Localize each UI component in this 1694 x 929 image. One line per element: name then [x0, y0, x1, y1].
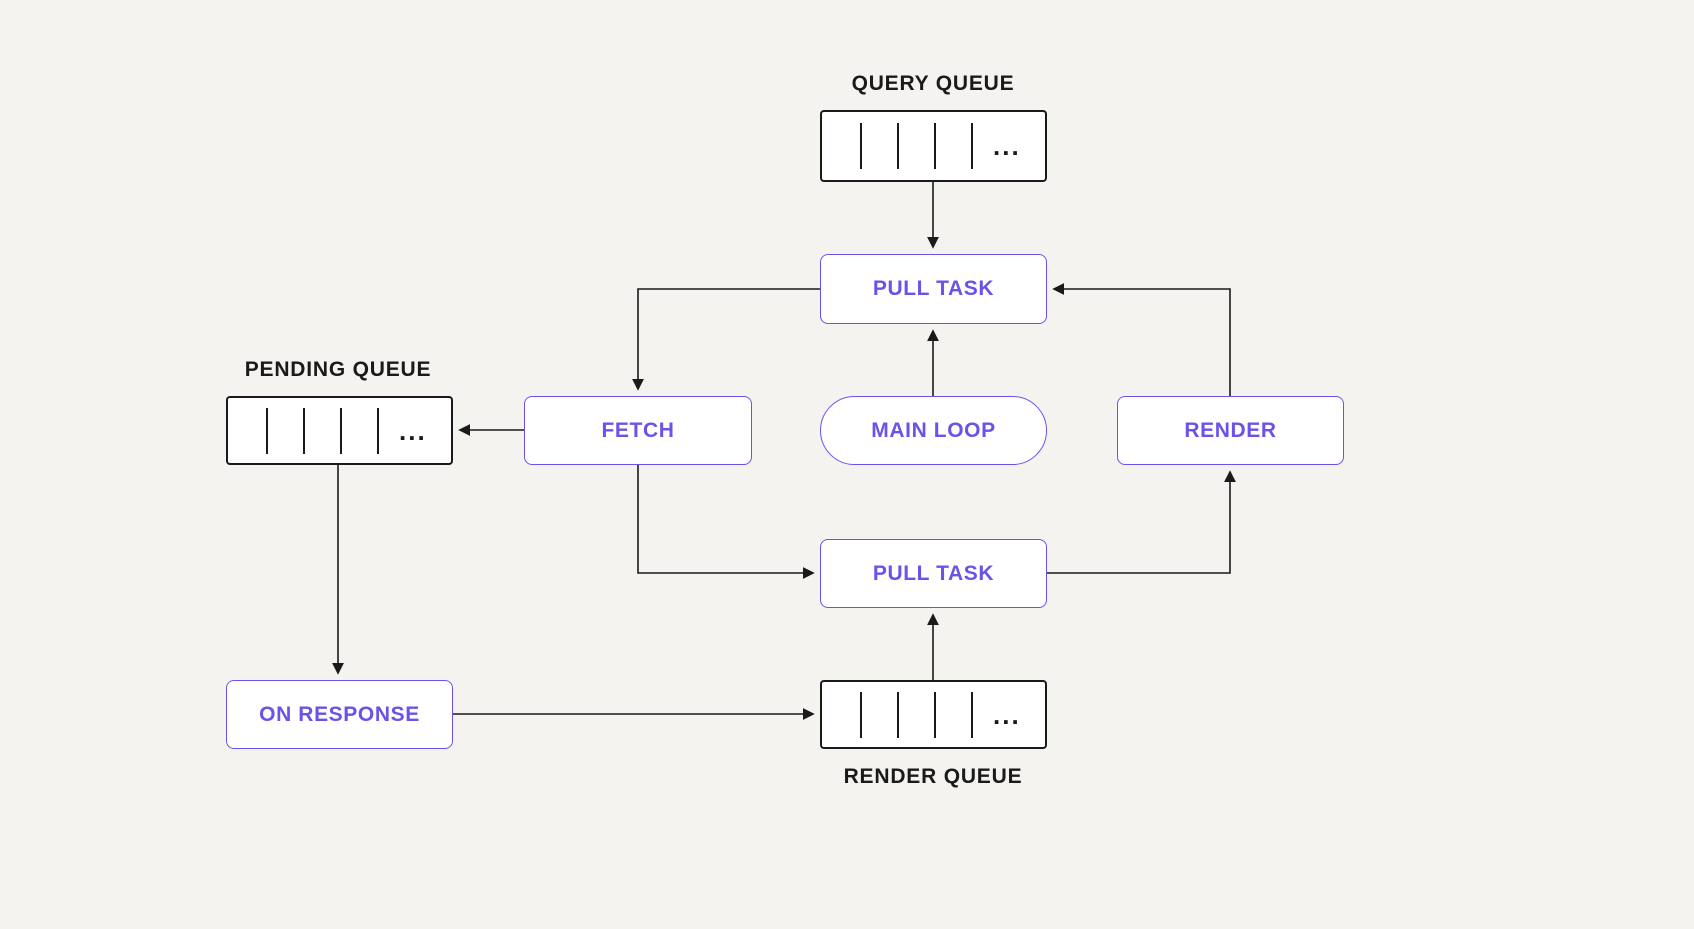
on-response-node: ON RESPONSE [226, 680, 453, 749]
queue-slot-tick [971, 691, 973, 738]
edge-render-to-pulltasktop [1052, 283, 1231, 396]
pull-task-top-node: PULL TASK [820, 254, 1047, 324]
render-label: RENDER [1184, 418, 1277, 442]
queue-ellipsis: ... [993, 131, 1021, 161]
queue-slot-tick [971, 123, 973, 169]
main-loop-node: MAIN LOOP [820, 396, 1047, 465]
queue-slots [266, 407, 379, 454]
queue-slot-tick [860, 691, 862, 738]
pull-task-bottom-label: PULL TASK [872, 561, 995, 585]
fetch-label: FETCH [601, 418, 675, 442]
queue-slots [860, 691, 973, 738]
queue-slot-tick [303, 407, 305, 454]
queue-slot-tick [266, 407, 268, 454]
query-queue-node: ... [820, 110, 1047, 182]
edge-fetch-to-pulltaskbottom [637, 465, 815, 579]
on-response-label: ON RESPONSE [259, 702, 420, 726]
queue-slots [860, 123, 973, 169]
query-queue-label: QUERY QUEUE [851, 72, 1015, 95]
main-loop-label: MAIN LOOP [871, 418, 996, 442]
queue-ellipsis: ... [993, 699, 1021, 730]
queue-slot-tick [934, 691, 936, 738]
queue-slot-tick [934, 123, 936, 169]
queue-slot-tick [340, 407, 342, 454]
render-node: RENDER [1117, 396, 1344, 465]
render-queue-node: ... [820, 680, 1047, 749]
pull-task-bottom-node: PULL TASK [820, 539, 1047, 608]
edge-pulltaskbottom-to-render [1047, 470, 1236, 574]
queue-slot-tick [897, 691, 899, 738]
queue-slot-tick [860, 123, 862, 169]
queue-slot-tick [897, 123, 899, 169]
pending-queue-label: PENDING QUEUE [244, 358, 432, 381]
queue-ellipsis: ... [399, 415, 427, 446]
render-queue-label: RENDER QUEUE [843, 765, 1023, 788]
pull-task-top-label: PULL TASK [872, 277, 995, 300]
fetch-node: FETCH [524, 396, 752, 465]
queue-slot-tick [377, 407, 379, 454]
edge-pulltasktop-to-fetch [632, 288, 820, 391]
pending-queue-node: ... [226, 396, 453, 465]
